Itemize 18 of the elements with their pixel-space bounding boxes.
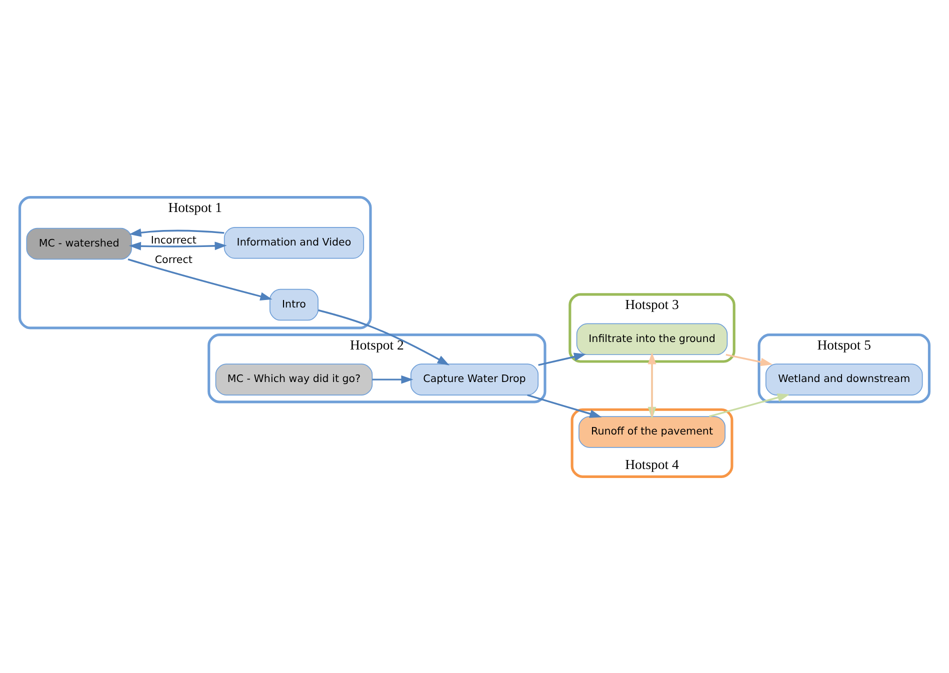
arrow — [726, 353, 773, 366]
arrow — [372, 374, 414, 384]
edge-label: Correct — [154, 254, 192, 266]
node-box: Infiltrate into the ground — [576, 322, 728, 355]
arrow — [318, 308, 450, 365]
node-box: MC - Which way did it go? — [215, 363, 373, 395]
arrow — [129, 228, 224, 236]
arrow — [527, 394, 602, 418]
edge-label: Incorrect — [150, 234, 196, 246]
node-box: Intro — [269, 288, 318, 320]
node-box: MC - watershed — [26, 227, 132, 260]
node-box: Information and Video — [224, 226, 364, 258]
node-box: Runoff of the pavement — [578, 416, 726, 448]
node-box: Capture Water Drop — [410, 363, 539, 395]
arrow — [128, 258, 272, 300]
arrow — [709, 392, 790, 417]
arrow — [128, 241, 227, 250]
node-box: Wetland and downstream — [765, 363, 923, 395]
